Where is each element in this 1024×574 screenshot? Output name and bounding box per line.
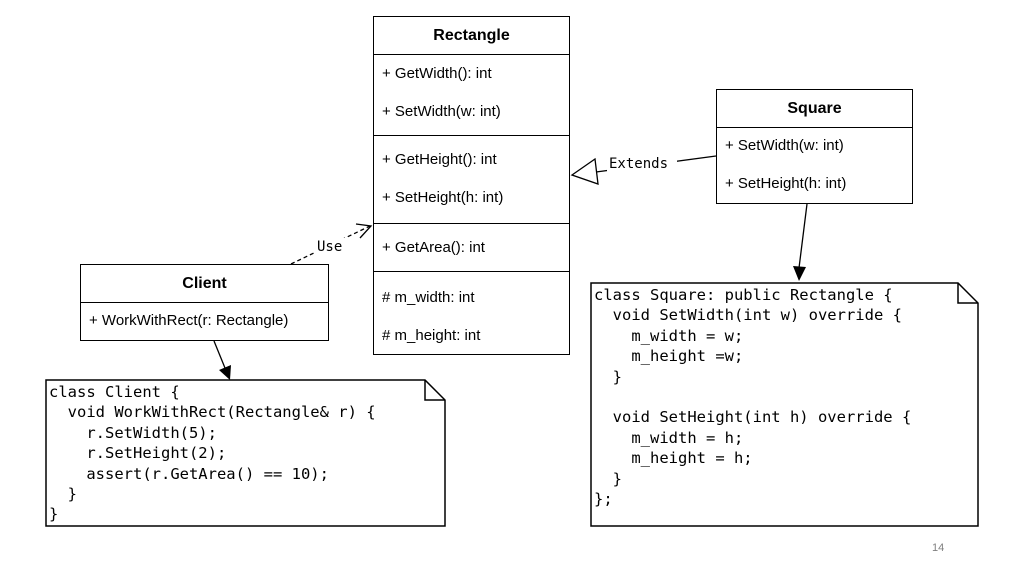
code-line: }; bbox=[594, 489, 613, 508]
class-client: Client + WorkWithRect(r: Rectangle) bbox=[80, 264, 329, 341]
extends-arrowhead bbox=[570, 157, 599, 185]
client-note-link bbox=[213, 340, 226, 369]
class-member: + SetHeight(h: int) bbox=[382, 189, 504, 206]
use-label-bg bbox=[315, 238, 347, 255]
code-line: } bbox=[594, 367, 622, 386]
class-member: + SetWidth(w: int) bbox=[382, 103, 501, 120]
code-line bbox=[594, 387, 978, 407]
class-square-section: + SetWidth(w: int) + SetHeight(h: int) bbox=[717, 128, 912, 202]
extends-label: Extends bbox=[609, 156, 668, 172]
code-line: void WorkWithRect(Rectangle& r) { bbox=[49, 403, 376, 422]
class-member: + SetHeight(h: int) bbox=[725, 175, 847, 192]
client-code-note: class Client { void WorkWithRect(Rectang… bbox=[46, 380, 445, 526]
class-rectangle: Rectangle + GetWidth(): int + SetWidth(w… bbox=[373, 16, 570, 355]
code-line: class Square: public Rectangle { bbox=[594, 286, 893, 304]
code-line: class Client { bbox=[49, 383, 180, 401]
class-rectangle-section: + GetHeight(): int + SetHeight(h: int) bbox=[374, 136, 569, 224]
class-member: # m_height: int bbox=[382, 327, 481, 344]
class-rectangle-section: # m_width: int # m_height: int bbox=[374, 272, 569, 353]
code-line: m_height =w; bbox=[594, 347, 744, 366]
code-line: } bbox=[49, 505, 59, 524]
extends-label-bg bbox=[607, 154, 677, 172]
square-note-arrowhead bbox=[793, 266, 806, 281]
square-note-shape bbox=[590, 282, 979, 527]
class-square: Square + SetWidth(w: int) + SetHeight(h:… bbox=[716, 89, 913, 204]
code-line: assert(r.GetArea() == 10); bbox=[49, 464, 329, 483]
class-square-title: Square bbox=[717, 90, 912, 128]
class-rectangle-section: + GetArea(): int bbox=[374, 224, 569, 272]
code-line: m_width = h; bbox=[594, 428, 744, 447]
page-number: 14 bbox=[932, 542, 945, 554]
code-line: void SetWidth(int w) override { bbox=[594, 306, 902, 325]
code-line: } bbox=[49, 484, 77, 503]
class-member: # m_width: int bbox=[382, 289, 475, 306]
code-line: m_height = h; bbox=[594, 449, 753, 468]
class-rectangle-section: + GetWidth(): int + SetWidth(w: int) bbox=[374, 55, 569, 136]
class-member: + SetWidth(w: int) bbox=[725, 137, 844, 154]
class-member: + GetArea(): int bbox=[382, 239, 485, 256]
class-member: + GetHeight(): int bbox=[382, 151, 497, 168]
class-client-title: Client bbox=[81, 265, 328, 303]
code-line: m_width = w; bbox=[594, 326, 744, 345]
use-label: Use bbox=[317, 239, 342, 255]
class-client-section: + WorkWithRect(r: Rectangle) bbox=[81, 303, 328, 339]
code-line: void SetHeight(int h) override { bbox=[594, 408, 912, 427]
class-rectangle-title: Rectangle bbox=[374, 17, 569, 55]
client-note-shape bbox=[45, 379, 446, 527]
code-line: r.SetWidth(5); bbox=[49, 423, 217, 442]
square-code-note: class Square: public Rectangle { void Se… bbox=[591, 283, 978, 526]
use-arrowhead bbox=[355, 223, 373, 239]
square-note-link bbox=[798, 203, 808, 269]
code-line: } bbox=[594, 469, 622, 488]
class-member: + WorkWithRect(r: Rectangle) bbox=[89, 312, 289, 329]
client-note-arrowhead bbox=[219, 365, 231, 380]
code-line: r.SetHeight(2); bbox=[49, 444, 227, 463]
class-member: + GetWidth(): int bbox=[382, 65, 492, 82]
